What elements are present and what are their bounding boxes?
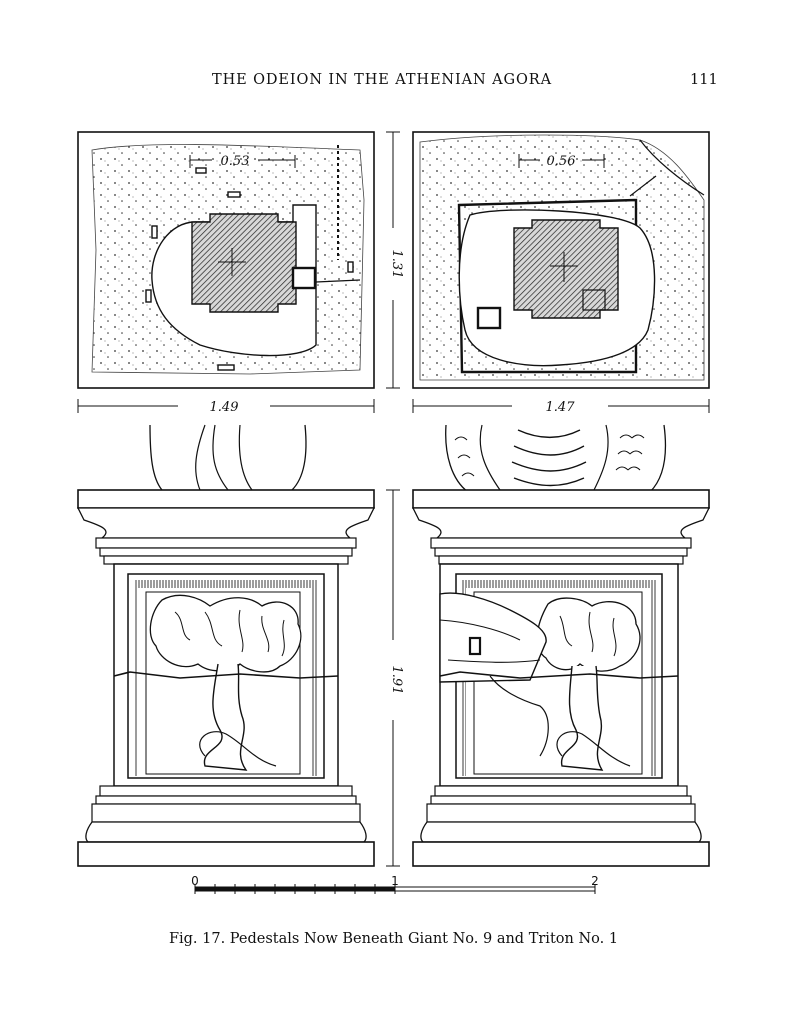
plan-right: 0.56 (412, 131, 710, 389)
plan-right-setting-line (457, 198, 638, 374)
tree-relief-right (439, 592, 641, 771)
plan-right-inner-dimension: 0.56 (547, 154, 576, 169)
pedestal-right-base (434, 785, 688, 797)
pedestal-right-joint (439, 671, 679, 679)
plan-left-plinth (191, 213, 297, 313)
pedestal-left-crown (77, 489, 375, 509)
pedestal-left-base (99, 785, 353, 797)
page-number: 111 (690, 72, 718, 88)
giant-statue-legs (149, 424, 163, 491)
plan-left-inner-dimension: 0.53 (221, 154, 250, 169)
triton-statue-tail (445, 424, 667, 493)
dimension-depth: 1.31 (386, 131, 404, 389)
page-header: THE ODEION IN THE ATHENIAN AGORA 111 (0, 72, 787, 96)
dimension-height: 1.91 (386, 489, 404, 867)
figure-caption: Fig. 17. Pedestals Now Beneath Giant No.… (168, 931, 619, 947)
plan-left-width-dimension: 1.49 (210, 400, 239, 415)
plan-right-dowel-hole (476, 306, 502, 330)
relief-fragment-right (439, 592, 547, 683)
plan-left-dowel-hole (291, 266, 317, 290)
elevation-height-dimension: 1.91 (389, 666, 404, 695)
plan-right-plinth (513, 219, 619, 319)
elevation-left (76, 424, 376, 867)
pedestal-right-crown (412, 489, 710, 509)
plan-left-frame (77, 131, 375, 389)
elevation-right (411, 424, 711, 867)
scale-label-1: 1 (391, 874, 399, 888)
scale-bar: 0 1 2 (191, 874, 599, 894)
plan-left: 0.53 (77, 131, 375, 389)
tree-relief-left (149, 594, 302, 771)
dimension-widths: 1.49 1.47 (77, 399, 710, 415)
plan-depth-dimension: 1.31 (389, 250, 404, 279)
pedestal-left-joint (113, 671, 339, 679)
running-title: THE ODEION IN THE ATHENIAN AGORA (212, 72, 552, 88)
scale-label-0: 0 (191, 874, 199, 888)
plan-right-frame (412, 131, 710, 389)
plan-right-width-dimension: 1.47 (546, 400, 576, 415)
scale-label-2: 2 (591, 874, 599, 888)
